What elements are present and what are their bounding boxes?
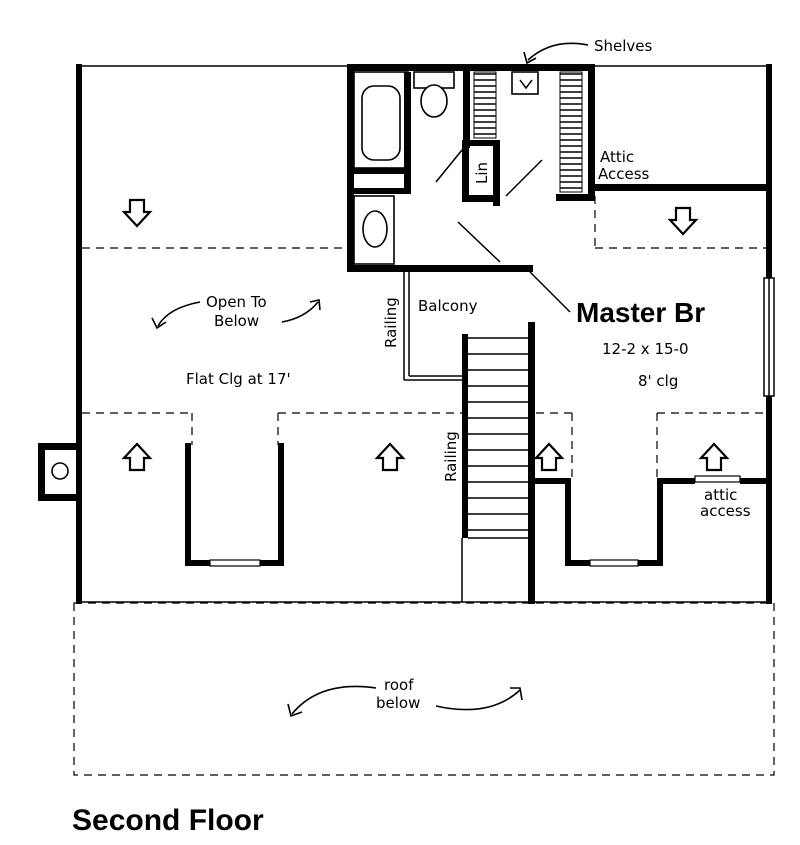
slope-arrow-down-left	[121, 198, 153, 228]
attic-access-bottom-line2: access	[700, 502, 751, 520]
balcony-label: Balcony	[418, 297, 478, 315]
roof-below-arrows	[287, 685, 523, 718]
slope-arrow-up-1	[121, 442, 153, 472]
roof-below-outline	[73, 602, 775, 776]
dormer-right	[535, 475, 768, 567]
bathroom	[347, 64, 533, 272]
shelves-label: Shelves	[594, 37, 653, 55]
attic-access-top-line1: Attic	[600, 148, 634, 166]
balcony-railing	[403, 272, 462, 381]
roof-below-line1: roof	[384, 676, 414, 694]
slope-arrow-up-4	[698, 442, 730, 472]
ceiling-dashed-lines	[82, 196, 766, 478]
room-name: Master Br	[576, 297, 705, 328]
plan-title: Second Floor	[72, 804, 264, 837]
room-dimensions: 12-2 x 15-0	[602, 340, 689, 358]
attic-access-bottom-line1: attic	[704, 486, 737, 504]
shelves-leader	[523, 42, 589, 65]
open-to-below-arrows	[151, 299, 321, 330]
closet	[462, 64, 772, 313]
slope-arrow-up-3	[533, 442, 565, 472]
open-to-below-line2: Below	[214, 312, 259, 330]
roof-below-line2: below	[376, 694, 420, 712]
dormer-left	[185, 443, 284, 567]
slope-arrow-down-right	[667, 206, 699, 236]
railing-stair-label: Railing	[442, 431, 460, 482]
slope-arrow-up-2	[374, 442, 406, 472]
room-ceiling: 8' clg	[638, 372, 678, 390]
linen-label: Lin	[473, 162, 491, 184]
stair	[461, 322, 535, 604]
flat-ceiling-label: Flat Clg at 17'	[186, 370, 291, 388]
open-to-below-line1: Open To	[206, 293, 267, 311]
exterior-walls	[76, 64, 775, 604]
railing-balcony-label: Railing	[382, 297, 400, 348]
attic-access-top-line2: Access	[598, 165, 650, 183]
chimney	[38, 443, 80, 501]
